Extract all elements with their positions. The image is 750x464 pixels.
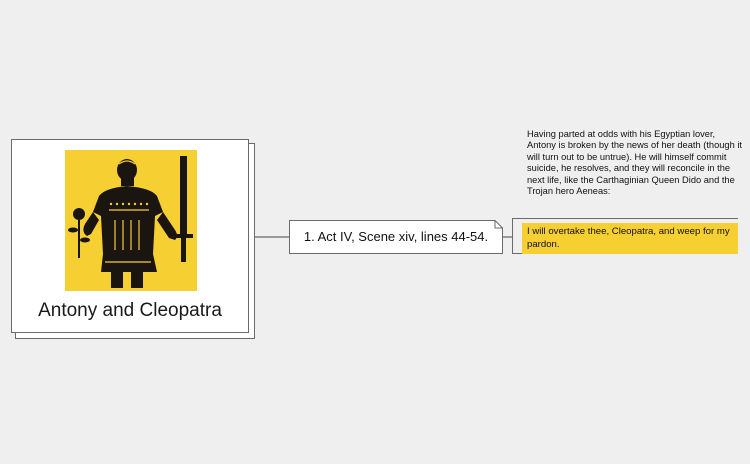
reference-note[interactable]: 1. Act IV, Scene xiv, lines 44-54. [289, 220, 503, 254]
play-card[interactable]: Antony and Cleopatra [11, 139, 249, 333]
quote-highlight[interactable]: I will overtake thee, Cleopatra, and wee… [522, 223, 738, 254]
scene-description: Having parted at odds with his Egyptian … [527, 129, 742, 197]
card-title: Antony and Cleopatra [38, 300, 222, 321]
reference-label: 1. Act IV, Scene xiv, lines 44-54. [303, 229, 489, 244]
roman-soldier-icon [65, 150, 197, 291]
note-shape [289, 220, 503, 254]
